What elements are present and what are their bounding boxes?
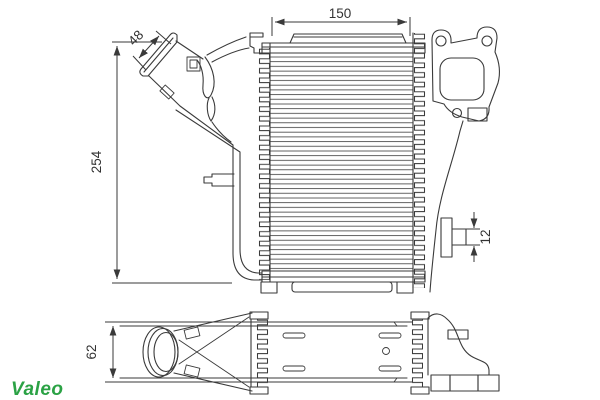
left-serrated-plate: [257, 48, 270, 280]
valeo-logo: Valeo: [11, 379, 64, 400]
bottom-left-foot: [260, 281, 278, 294]
front-view: [139, 26, 501, 294]
mounting-bracket-curve: [429, 130, 461, 293]
funnel-clip: [183, 364, 201, 378]
header-plate-right: [410, 311, 430, 395]
top-left-bracket: [249, 32, 264, 54]
outlet-pipe-opening: [142, 326, 179, 378]
dim-core-width-label: 150: [329, 6, 352, 21]
mounting-flange: [429, 26, 501, 293]
bottom-right-foot: [396, 281, 414, 294]
mount-boss: [440, 217, 453, 258]
mounting-foot: [477, 374, 500, 392]
drain-hole: [382, 347, 390, 355]
dim-core-width: 150: [271, 6, 411, 36]
left-tank: [148, 75, 263, 281]
header-plate-left: [249, 311, 270, 395]
dim-mount-pin: 12: [455, 212, 493, 262]
flange-bolt-hole: [451, 107, 463, 119]
flange-bolt-hole: [435, 35, 447, 47]
slot: [378, 332, 402, 339]
top-plate: [289, 33, 407, 44]
flange-tab: [467, 107, 488, 122]
funnel-clip: [183, 326, 201, 340]
bottom-inset-panel: [291, 281, 393, 293]
pipe-clip: [186, 56, 201, 72]
slot: [378, 365, 402, 372]
tank-step: [447, 329, 469, 340]
dimensions: 150 48 254 12 62: [84, 6, 493, 383]
mounting-foot: [449, 374, 479, 392]
side-tab: [203, 173, 235, 187]
funnel: [173, 312, 253, 392]
end-tank: [427, 313, 500, 392]
dim-depth: 62: [84, 321, 122, 383]
tank-rib: [196, 56, 215, 99]
dim-mount-pin-label: 12: [478, 229, 493, 244]
right-serrated-plate: [413, 33, 427, 288]
core-fins: [270, 55, 413, 270]
inlet-pipe: [139, 32, 264, 143]
pipe-lug: [159, 84, 175, 100]
top-header: [261, 33, 426, 54]
core-underside: [282, 332, 402, 372]
slot: [282, 332, 306, 339]
dim-core-height: 254: [89, 41, 232, 284]
upper-arm: [206, 36, 250, 63]
bottom-header: [260, 270, 426, 294]
inlet-flange: [139, 32, 178, 77]
flange-bolt-hole: [481, 35, 493, 47]
dim-inlet-width-label: 48: [125, 27, 146, 48]
mount-pin: [451, 228, 467, 246]
dim-depth-label: 62: [84, 344, 99, 359]
bottom-view: [112, 311, 500, 395]
flange-opening: [439, 57, 485, 101]
mounting-foot: [430, 374, 451, 392]
slot: [282, 365, 306, 372]
dim-core-height-label: 254: [89, 150, 104, 173]
